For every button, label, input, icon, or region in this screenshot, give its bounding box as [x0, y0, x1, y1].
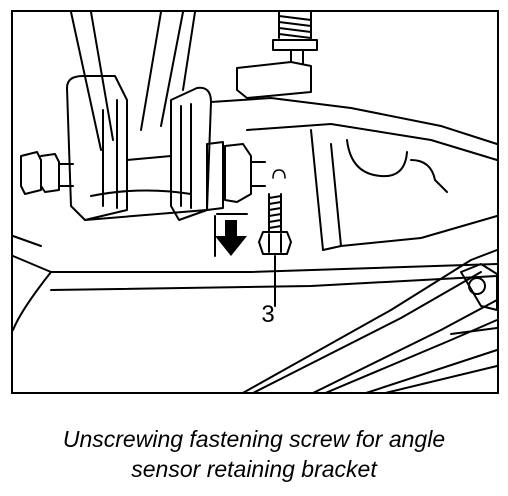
figure-caption: Unscrewing fastening screw for angle sen…: [0, 424, 508, 484]
down-arrow-icon: [215, 220, 247, 256]
retaining-bracket: [236, 49, 312, 99]
frame-border: [11, 10, 499, 394]
caption-line-1: Unscrewing fastening screw for angle: [62, 426, 446, 452]
left-bolt: [20, 151, 74, 195]
lower-beam: [12, 235, 498, 331]
spring-top: [272, 11, 318, 51]
caption-line-2: sensor retaining bracket: [131, 456, 377, 482]
bushing-block: [66, 75, 212, 221]
callout-label: 3: [261, 301, 275, 328]
fastening-screw: [258, 169, 292, 255]
right-bolt: [206, 141, 266, 211]
technical-drawing: [11, 10, 499, 394]
illustration-frame: [11, 10, 499, 394]
lower-right-arm: [240, 249, 498, 394]
crossmember: [210, 97, 498, 251]
